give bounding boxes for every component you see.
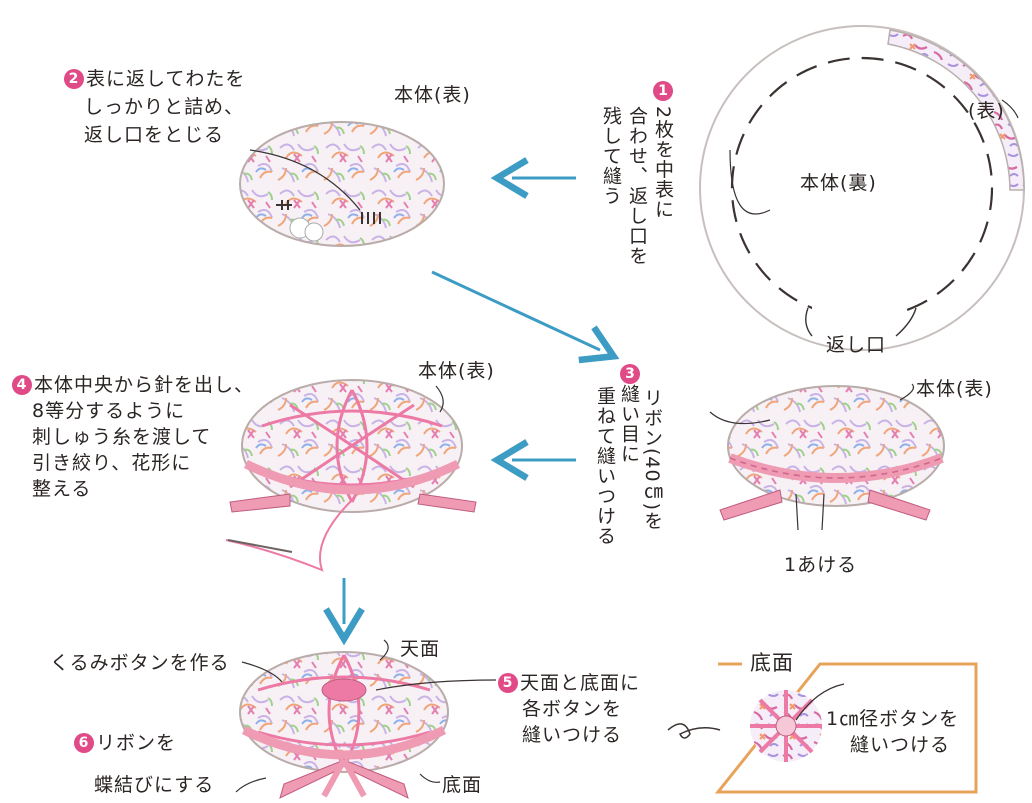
label-body-back: 本体(裏) — [800, 172, 877, 194]
step4-line2: 8等分するように — [32, 400, 186, 422]
label-kaeshiguchi: 返し口 — [826, 334, 887, 356]
arrow-diagonal — [431, 270, 620, 364]
label-top-face: 天面 — [400, 638, 441, 660]
step3-line2: リボン(40㎝)を — [641, 388, 663, 532]
step3-line1: 縫い目に — [618, 384, 640, 464]
step4-line5: 整える — [32, 478, 92, 500]
step2-line2: しっかりと詰め、 — [84, 96, 245, 118]
step2-number-badge: 2 — [64, 69, 84, 89]
label-body-front-4: 本体(表) — [418, 360, 495, 382]
inset-note-line1: 1㎝径ボタンを — [826, 708, 960, 730]
label-omote: (表) — [968, 100, 1005, 122]
step1-number-badge: 1 — [653, 81, 673, 101]
label-body-front-2: 本体(表) — [394, 84, 471, 106]
step5-number-badge: 5 — [498, 673, 518, 693]
step4-line4: 引き絞り、花形に — [32, 452, 192, 474]
step3-cushion-drawing — [709, 383, 945, 531]
step1-line3: 残して縫う — [600, 106, 622, 206]
step1-line1: 2枚を中表に — [652, 106, 674, 220]
step3-line3: 重ねて縫いつける — [594, 386, 616, 546]
step4-line3: 刺しゅう糸を渡して — [32, 426, 212, 448]
step5-line3: 縫いつける — [522, 724, 623, 746]
step6-line2: 蝶結びにする — [94, 774, 215, 796]
label-gap: 1あける — [784, 554, 858, 576]
step3-number-badge: 3 — [620, 364, 640, 384]
step1-line2: 合わせ、返し口を — [626, 106, 648, 266]
step6-number-badge: 6 — [74, 733, 94, 753]
step2-cushion-drawing — [239, 121, 445, 247]
step5-line2: 各ボタンを — [522, 698, 623, 720]
inset-frame — [667, 662, 978, 794]
step4-cushion-drawing — [225, 379, 477, 572]
inset-note-line2: 縫いつける — [850, 734, 951, 756]
label-body-front-3: 本体(表) — [916, 378, 993, 400]
label-covered-button: くるみボタンを作る — [50, 652, 230, 674]
step2-line3: 返し口をとじる — [84, 124, 225, 146]
step5-cushion-drawing — [235, 639, 497, 799]
inset-title: 底面 — [750, 651, 794, 675]
step4-number-badge: 4 — [12, 375, 32, 395]
label-bottom-face: 底面 — [442, 774, 483, 796]
step1-pieces-drawing — [699, 25, 1025, 351]
